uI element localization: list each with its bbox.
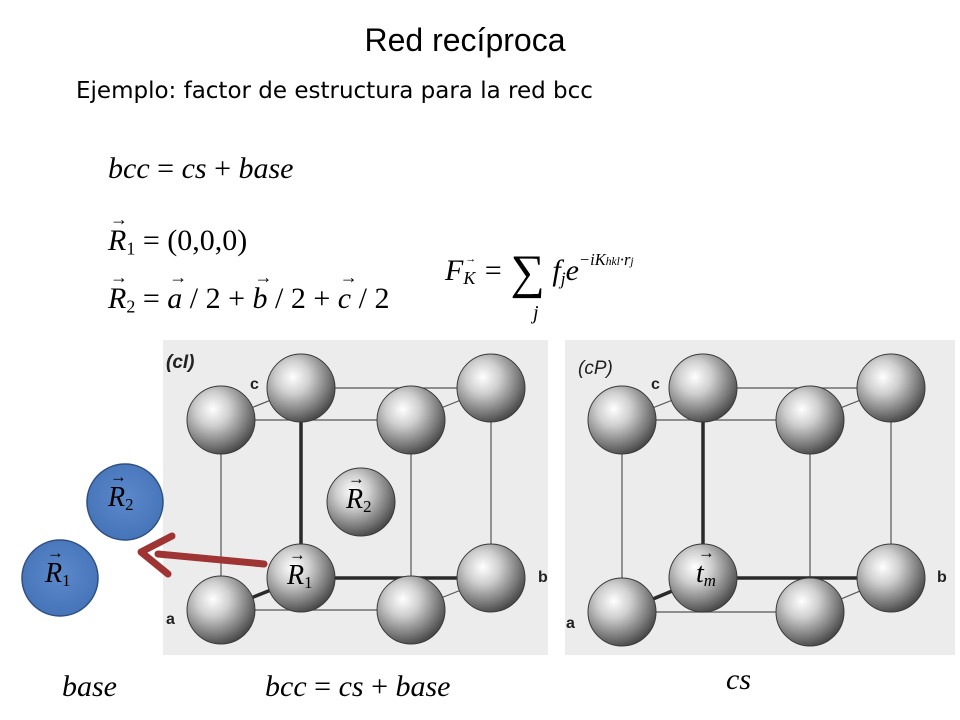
vector-c: c — [338, 267, 359, 316]
sphere — [856, 543, 926, 613]
sphere — [376, 575, 446, 645]
eq-equals: = — [157, 152, 175, 185]
sphere — [376, 385, 446, 455]
eq-cs: cs — [181, 152, 207, 185]
sf-exponent-sub: hkl — [605, 256, 620, 268]
right-axis-b: b — [937, 569, 947, 586]
left-cell-label: (cI) — [166, 352, 195, 373]
label-basis-r2: R2 — [108, 467, 134, 515]
div-two: / 2 — [275, 282, 306, 315]
sphere — [668, 353, 738, 423]
right-axis-a: a — [566, 615, 575, 632]
equation-structure-factor: FK = ∑ fje−iKhkl·rj j — [445, 245, 634, 324]
sf-F: F — [445, 253, 464, 287]
sum-symbol: ∑ — [510, 245, 545, 299]
page-subtitle: Ejemplo: factor de estructura para la re… — [76, 78, 593, 104]
sf-f-sub: j — [560, 268, 566, 289]
div-two: / 2 — [358, 282, 390, 315]
eq-plus: + — [228, 282, 246, 315]
vector-r1-sub: 1 — [126, 238, 136, 259]
caption-equals: = — [314, 670, 332, 703]
label-r2-diagram: R2 — [346, 469, 372, 517]
vector-tm-sub: m — [703, 571, 716, 591]
vector-r2: R — [108, 467, 127, 514]
vector-r2-sub: 2 — [125, 495, 134, 515]
equation-r1: R1 = (0,0,0) — [108, 209, 248, 260]
eq-plus: + — [313, 282, 331, 315]
label-tm-diagram: tm — [696, 543, 716, 591]
eq-base: base — [238, 152, 294, 185]
sf-dot: · — [619, 250, 624, 269]
sphere — [775, 385, 845, 455]
vector-b: b — [253, 267, 273, 316]
sphere — [186, 385, 256, 455]
vector-r2: R — [108, 267, 128, 316]
caption-cs: cs — [338, 670, 364, 703]
sum-index: j — [533, 302, 539, 324]
vector-a: a — [167, 267, 187, 316]
vector-r1-sub: 1 — [304, 573, 313, 593]
left-cell-spheres — [186, 353, 526, 645]
label-basis-r1: R1 — [45, 543, 71, 591]
sf-e: e — [565, 253, 579, 287]
sphere — [186, 575, 256, 645]
sf-exponent: −iK — [579, 250, 606, 269]
caption-base: base — [395, 670, 451, 703]
vector-r1: R — [108, 209, 128, 258]
vector-r2-sub: 2 — [363, 497, 372, 517]
eq-equals: = — [142, 282, 160, 315]
caption-bcc: bcc — [265, 670, 307, 703]
sf-f: f — [552, 253, 561, 287]
vector-tm: t — [696, 543, 714, 590]
vector-r2-sub: 2 — [126, 296, 136, 317]
vector-r1: R — [45, 543, 64, 590]
vector-r1-sub: 1 — [62, 571, 71, 591]
caption-bcc-equation: bcc = cs + base — [265, 670, 450, 704]
sf-r: r — [623, 250, 631, 269]
vector-r2: R — [346, 469, 365, 516]
sphere — [456, 543, 526, 613]
sphere — [587, 385, 657, 455]
sphere — [587, 577, 657, 647]
right-axis-c: c — [651, 376, 660, 393]
red-arrow-head — [137, 532, 176, 578]
caption-plus: + — [371, 670, 388, 703]
label-r1-diagram: R1 — [287, 545, 313, 593]
red-arrow-shaft — [154, 550, 268, 568]
sphere — [456, 353, 526, 423]
eq-plus: + — [214, 152, 231, 185]
left-axis-c: c — [250, 376, 259, 393]
sf-equals: = — [482, 253, 504, 287]
page-title: Red recíproca — [364, 22, 566, 58]
caption-base: base — [62, 670, 117, 703]
equation-r2: R2 = a / 2 + b / 2 + c / 2 — [108, 267, 390, 318]
div-two: / 2 — [189, 282, 221, 315]
right-cell-spheres — [587, 353, 926, 647]
caption-cs-right: cs — [726, 663, 751, 696]
sphere — [775, 577, 845, 647]
sphere — [856, 353, 926, 423]
equation-bcc-definition: bcc = cs + base — [108, 152, 293, 186]
left-axis-a: a — [166, 611, 175, 628]
sphere — [266, 353, 336, 423]
r1-value: = (0,0,0) — [142, 224, 248, 257]
eq-bcc: bcc — [108, 152, 150, 185]
right-cell-label: (cP) — [578, 358, 613, 379]
sf-K-sub: K — [463, 253, 476, 289]
left-axis-b: b — [538, 569, 548, 586]
vector-r1: R — [287, 545, 306, 592]
sf-r-sub: j — [630, 256, 634, 268]
